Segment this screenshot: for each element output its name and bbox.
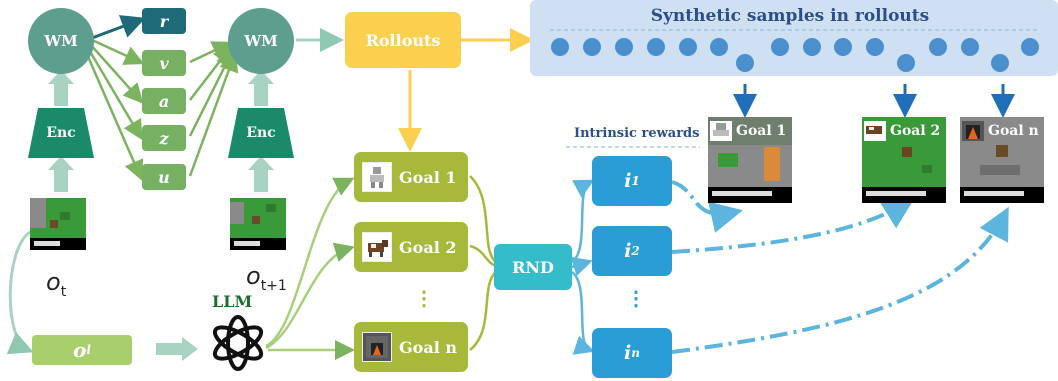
var-r: r bbox=[142, 8, 186, 34]
synthetic-title: Synthetic samples in rollouts bbox=[650, 6, 930, 26]
sample-dot bbox=[929, 38, 947, 56]
goal-box-1: Goal 1 bbox=[354, 152, 468, 202]
sample-dot bbox=[897, 54, 915, 72]
observation-t-image bbox=[30, 198, 86, 250]
sample-dot bbox=[736, 54, 754, 72]
goal-2-thumb-label: Goal 2 bbox=[890, 123, 941, 139]
goals-ellipsis: ⋮ bbox=[414, 286, 434, 310]
obs-t1-label: ot+1 bbox=[246, 262, 287, 294]
llm-label: LLM bbox=[212, 292, 253, 311]
sample-dot bbox=[771, 38, 789, 56]
goal-box-2: Goal 2 bbox=[354, 222, 468, 272]
goal-1-thumb-label: Goal 1 bbox=[736, 123, 787, 139]
sample-dot bbox=[551, 38, 569, 56]
skeleton-icon bbox=[362, 162, 392, 192]
goal-1-thumbnail: Goal 1 bbox=[708, 117, 792, 203]
world-model-node-t1: WM bbox=[228, 8, 294, 74]
goal-box-n: Goal n bbox=[354, 322, 468, 372]
var-z: z bbox=[142, 125, 186, 151]
intrinsic-title: Intrinsic rewards bbox=[574, 126, 700, 141]
obs-t-label: ot bbox=[46, 268, 67, 300]
intrinsic-ellipsis: ⋮ bbox=[626, 286, 646, 310]
sample-dot bbox=[647, 38, 665, 56]
sample-dot bbox=[679, 38, 697, 56]
sample-dot bbox=[803, 38, 821, 56]
encoder-t1-label: Enc bbox=[246, 125, 276, 141]
rnd-box: RND bbox=[494, 244, 572, 290]
sample-dot bbox=[583, 38, 601, 56]
sample-dot bbox=[710, 38, 728, 56]
goal-n-thumb-label: Goal n bbox=[988, 123, 1039, 139]
sample-dot bbox=[961, 38, 979, 56]
goal-n-thumbnail: Goal n bbox=[960, 117, 1044, 203]
cow-icon bbox=[362, 232, 392, 262]
encoder-t1 bbox=[228, 108, 294, 158]
observation-t1-image bbox=[230, 198, 286, 250]
encoder-t-label: Enc bbox=[46, 125, 76, 141]
sample-dot bbox=[866, 38, 884, 56]
sample-dot bbox=[1021, 38, 1039, 56]
furnace-icon bbox=[362, 332, 392, 362]
encoder-t bbox=[28, 108, 94, 158]
world-model-node-t: WM bbox=[28, 8, 94, 74]
sample-dot bbox=[991, 54, 1009, 72]
goal-2-thumbnail: Goal 2 bbox=[862, 117, 946, 203]
llm-logo-icon bbox=[212, 315, 264, 371]
var-a: a bbox=[142, 88, 186, 114]
synthetic-dots bbox=[550, 29, 1040, 72]
var-u: u bbox=[142, 164, 186, 190]
rollouts-box: Rollouts bbox=[345, 12, 461, 68]
sample-dot bbox=[834, 38, 852, 56]
sample-dot bbox=[615, 38, 633, 56]
var-v: v bbox=[142, 50, 186, 76]
